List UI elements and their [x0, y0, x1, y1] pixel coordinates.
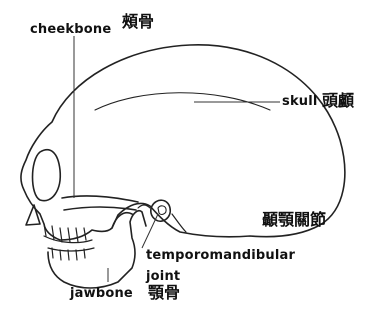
tmj-label-line1: temporomandibular [146, 249, 295, 262]
skull-label-zh: 頭顱 [322, 93, 354, 109]
temporal-line [95, 93, 270, 110]
skull-label: skull [282, 95, 318, 108]
cheekbone-label-zh: 頰骨 [122, 14, 154, 30]
zygomatic-arch [62, 196, 138, 202]
nasal-cavity [26, 205, 40, 225]
eye-socket [33, 150, 61, 201]
tmj-label-line2: joint [146, 270, 180, 283]
cheekbone-label: cheekbone [30, 23, 111, 36]
mandible [48, 211, 146, 288]
lower-teeth [48, 248, 94, 251]
tmj-label-zh: 顳顎關節 [262, 212, 326, 228]
jawbone-label: jawbone [70, 287, 133, 300]
jawbone-label-zh: 顎骨 [148, 285, 180, 301]
